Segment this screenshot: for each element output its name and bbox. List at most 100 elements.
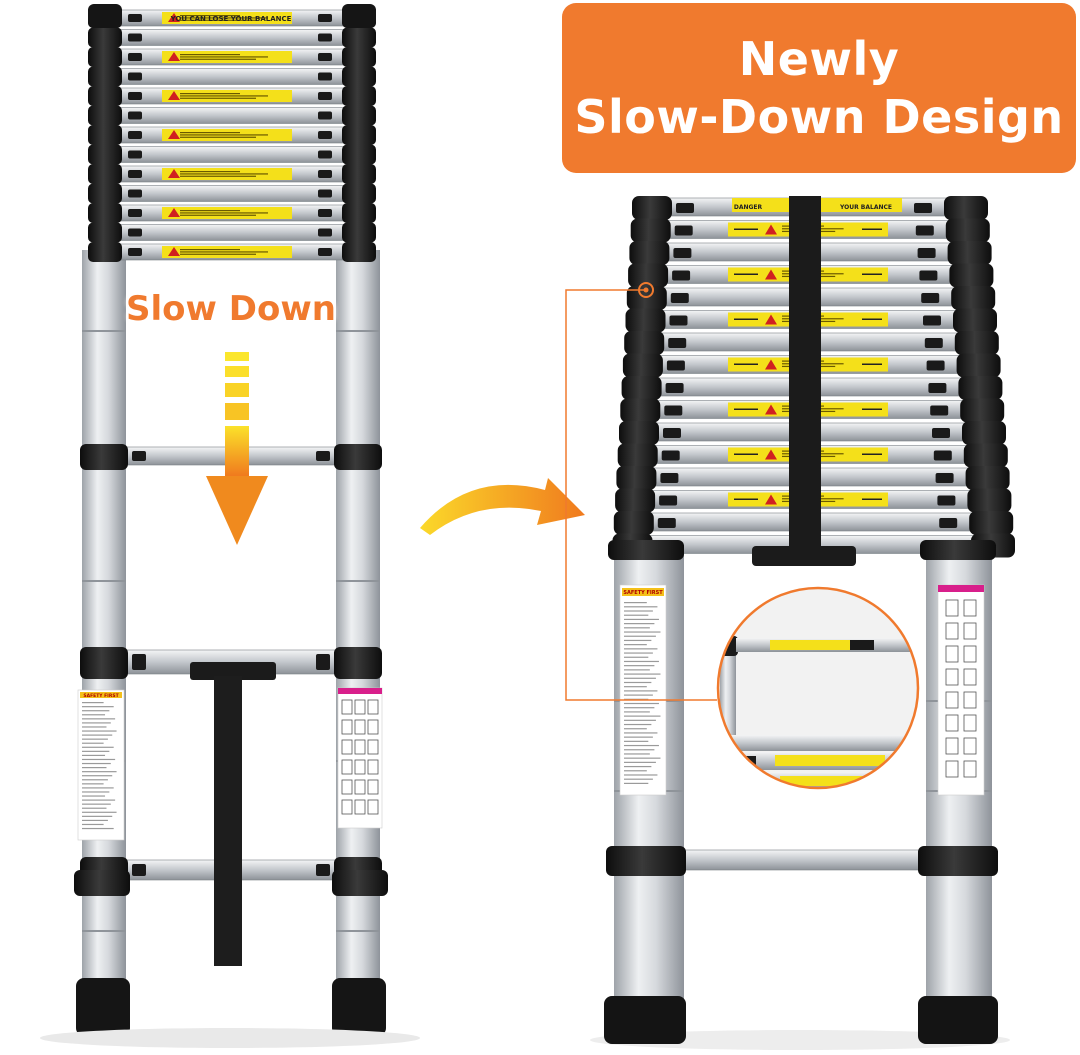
left-rail-joint — [336, 930, 380, 932]
warning-triangle-icon — [168, 13, 180, 22]
right-rung-slot — [672, 270, 691, 281]
right-rung-slot — [663, 428, 681, 438]
warning-triangle-icon — [168, 247, 180, 256]
left-safety-sticker-text — [82, 702, 117, 830]
right-lower-rung-cap — [606, 846, 686, 876]
left-rung-cap — [88, 144, 122, 165]
right-rung-cap — [953, 308, 997, 333]
warning-triangle-icon — [765, 314, 777, 325]
left-rung-cap — [342, 105, 376, 126]
left-rung-cap — [342, 144, 376, 165]
right-rung-slot — [932, 428, 950, 438]
right-rung-slot — [914, 203, 932, 213]
sticker-arrow-line — [734, 228, 758, 230]
zoom-rung-sticker — [775, 755, 885, 766]
zoom-rail — [720, 650, 736, 740]
left-sticker-text-lines — [180, 210, 268, 216]
pictogram-icon — [341, 719, 353, 735]
left-rung-slot — [318, 131, 332, 139]
left-rung-slot — [318, 189, 332, 198]
right-rung-cap — [965, 466, 1010, 490]
right-safety-sticker-header — [622, 588, 664, 596]
pictogram-icon — [945, 668, 959, 686]
right-rung-cap — [962, 421, 1006, 445]
right-bottom-stack-cap — [920, 540, 996, 560]
right-rung-slot — [661, 450, 680, 461]
right-rung-cap — [958, 376, 1003, 400]
left-rail-joint — [82, 330, 126, 332]
pictogram-icon — [945, 760, 959, 778]
right-rung-cap — [947, 241, 992, 265]
pictogram-icon — [354, 759, 366, 775]
left-lower-rung-cap — [334, 444, 382, 470]
right-safety-sticker — [619, 584, 667, 796]
left-lower-rung-cap — [334, 647, 382, 679]
sticker-arrow-line — [862, 453, 882, 455]
pictogram-icon — [367, 699, 379, 715]
left-rung-cap — [342, 164, 376, 184]
left-rung-cap — [88, 105, 122, 126]
warning-triangle-icon — [765, 494, 777, 505]
left-rung-slot — [316, 654, 330, 670]
right-lower-rung — [679, 849, 931, 871]
pictogram-icon — [963, 622, 977, 640]
sticker-arrow-line — [862, 408, 882, 410]
left-bottom-joint — [74, 870, 130, 896]
left-rung-slot — [128, 248, 142, 256]
left-rung-cap — [88, 164, 122, 184]
left-stacked-rung — [117, 224, 347, 241]
right-rung-slot — [670, 293, 689, 303]
left-rung-slot — [128, 92, 142, 100]
slow-down-label: Slow Down — [126, 289, 336, 329]
pictogram-icon — [963, 691, 977, 709]
left-sticker-text-lines — [180, 249, 268, 255]
left-rung-cap — [342, 183, 376, 204]
pictogram-icon — [341, 739, 353, 755]
right-rung-cap — [969, 511, 1014, 535]
right-rung-slot — [664, 405, 683, 416]
left-rung-slot — [128, 150, 142, 159]
warning-triangle-icon — [168, 208, 180, 217]
right-rung-slot — [669, 315, 688, 326]
pictogram-icon — [963, 714, 977, 732]
left-rung-slot — [318, 248, 332, 256]
left-rung-slot — [128, 111, 142, 120]
right-rung-slot — [933, 450, 952, 461]
right-safety-sticker-text — [624, 602, 661, 784]
right-foot — [918, 996, 998, 1044]
right-rung-slot — [657, 518, 676, 528]
right-floor-shadow — [590, 1030, 1010, 1050]
callout-hinge-marker — [638, 282, 654, 298]
left-rung-slot — [128, 33, 142, 42]
warning-triangle-icon — [765, 449, 777, 460]
left-rung-cap — [88, 86, 122, 106]
right-rung-cap — [632, 196, 672, 220]
left-stacked-rung — [117, 185, 347, 202]
zoom-rung-sticker — [780, 776, 880, 786]
left-safety-sticker — [77, 689, 125, 841]
pictogram-icon — [963, 599, 977, 617]
magnifier-callout-icon — [565, 282, 920, 790]
left-safety-sticker-header — [80, 692, 122, 698]
pictogram-icon — [963, 668, 977, 686]
right-rung-cap — [944, 196, 988, 220]
left-rung-slot — [318, 111, 332, 120]
zoom-rung-1 — [718, 735, 918, 751]
left-floor-shadow — [40, 1028, 420, 1048]
left-rung-cap — [88, 125, 122, 145]
pictogram-icon — [963, 645, 977, 663]
right-rung-slot — [919, 270, 938, 281]
left-rung-cap — [88, 242, 122, 262]
left-rung-slot — [316, 451, 330, 461]
left-rung-slot — [128, 14, 142, 22]
pictogram-icon — [367, 759, 379, 775]
callout-circle-border — [716, 586, 920, 790]
callout-hinge-dot — [643, 287, 649, 293]
right-rung-slot — [659, 495, 678, 506]
right-rung-cap — [621, 376, 662, 400]
left-rung-slot — [318, 150, 332, 159]
left-rung-slot — [128, 189, 142, 198]
headline-line-1: Newly — [738, 32, 900, 86]
